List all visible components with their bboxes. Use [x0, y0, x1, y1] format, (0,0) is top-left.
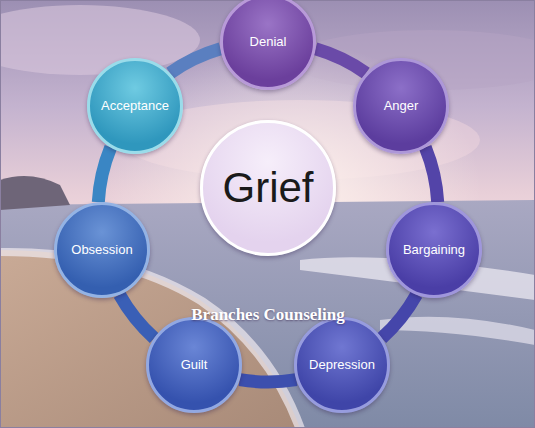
- ring-connector: [120, 295, 155, 339]
- stage-label: Acceptance: [101, 99, 169, 113]
- ring-connector: [382, 295, 417, 339]
- stage-label: Anger: [384, 99, 419, 113]
- stage-circle: Acceptance: [87, 58, 183, 154]
- stage-label: Bargaining: [403, 243, 465, 257]
- stage-label: Guilt: [181, 358, 208, 372]
- ring-connector: [98, 147, 110, 202]
- stage-label: Obsession: [71, 243, 132, 257]
- grief-circle: Grief: [200, 120, 336, 256]
- ring-connector: [425, 147, 437, 202]
- stage-circle: Depression: [294, 317, 390, 413]
- ring-connector: [240, 380, 297, 382]
- stage-circle: Guilt: [146, 317, 242, 413]
- stage-circle: Anger: [353, 58, 449, 154]
- stage-circle: Bargaining: [386, 202, 482, 298]
- stage-label: Denial: [250, 35, 287, 49]
- watermark-label: Branches Counseling: [191, 305, 345, 325]
- stage-circle: Obsession: [54, 202, 150, 298]
- stage-label: Depression: [309, 358, 375, 372]
- ring-connector: [316, 49, 367, 73]
- ring-connector: [170, 49, 221, 73]
- center-title: Grief: [222, 165, 313, 211]
